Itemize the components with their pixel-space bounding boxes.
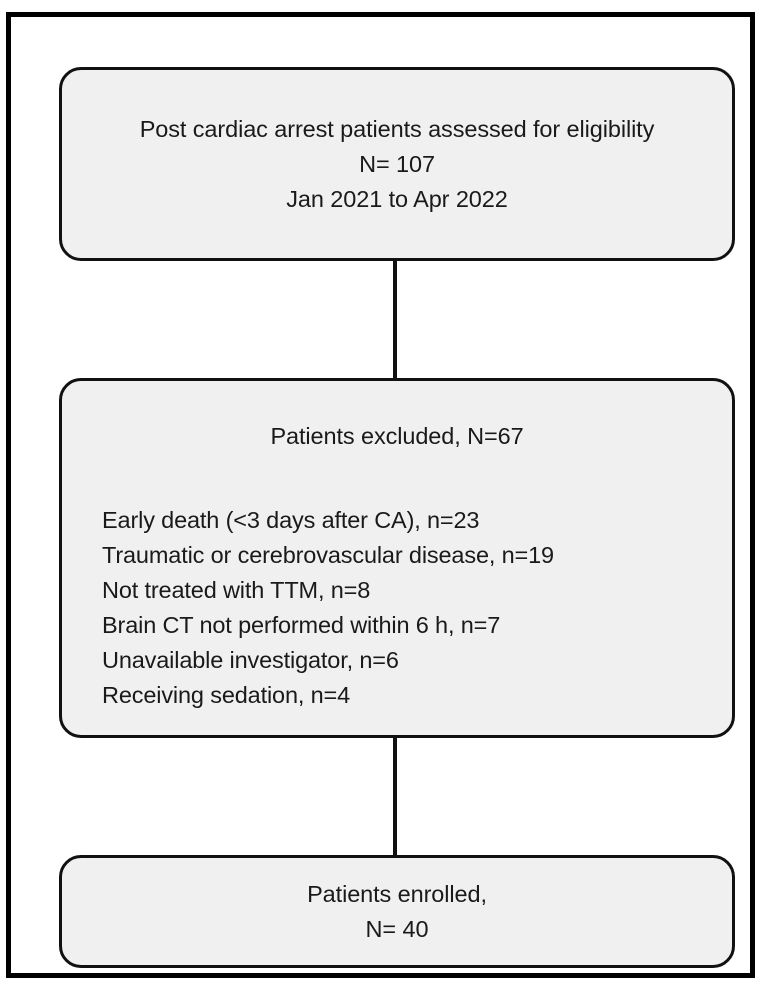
connector-assessed-to-excluded <box>393 260 397 379</box>
connector-excluded-to-enrolled <box>393 737 397 856</box>
list-item: Not treated with TTM, n=8 <box>102 577 371 603</box>
excluded-heading: Patients excluded, N=67 <box>270 423 524 449</box>
list-item: Receiving sedation, n=4 <box>102 682 351 708</box>
enrolled-title: Patients enrolled, <box>307 880 487 907</box>
list-item: Early death (<3 days after CA), n=23 <box>102 507 480 533</box>
list-item: Unavailable investigator, n=6 <box>102 647 399 673</box>
list-item: Traumatic or cerebrovascular disease, n=… <box>102 542 554 568</box>
assessed-text-block: Post cardiac arrest patients assessed fo… <box>117 112 677 217</box>
exclusion-reason-list: Early death (<3 days after CA), n=23 Tra… <box>102 503 732 713</box>
box-patients-enrolled: Patients enrolled, N= 40 <box>59 855 735 968</box>
box-patients-excluded: Patients excluded, N=67 Early death (<3 … <box>59 378 735 738</box>
box-patients-assessed: Post cardiac arrest patients assessed fo… <box>59 67 735 261</box>
enrolled-count: N= 40 <box>365 915 429 942</box>
figure-border-frame: Post cardiac arrest patients assessed fo… <box>6 12 755 978</box>
list-item: Brain CT not performed within 6 h, n=7 <box>102 612 501 638</box>
assessed-title: Post cardiac arrest patients assessed fo… <box>139 115 655 142</box>
enrolled-text-block: Patients enrolled, N= 40 <box>307 877 487 947</box>
assessed-count: N= 107 <box>359 150 435 177</box>
assessed-period: Jan 2021 to Apr 2022 <box>286 185 508 212</box>
